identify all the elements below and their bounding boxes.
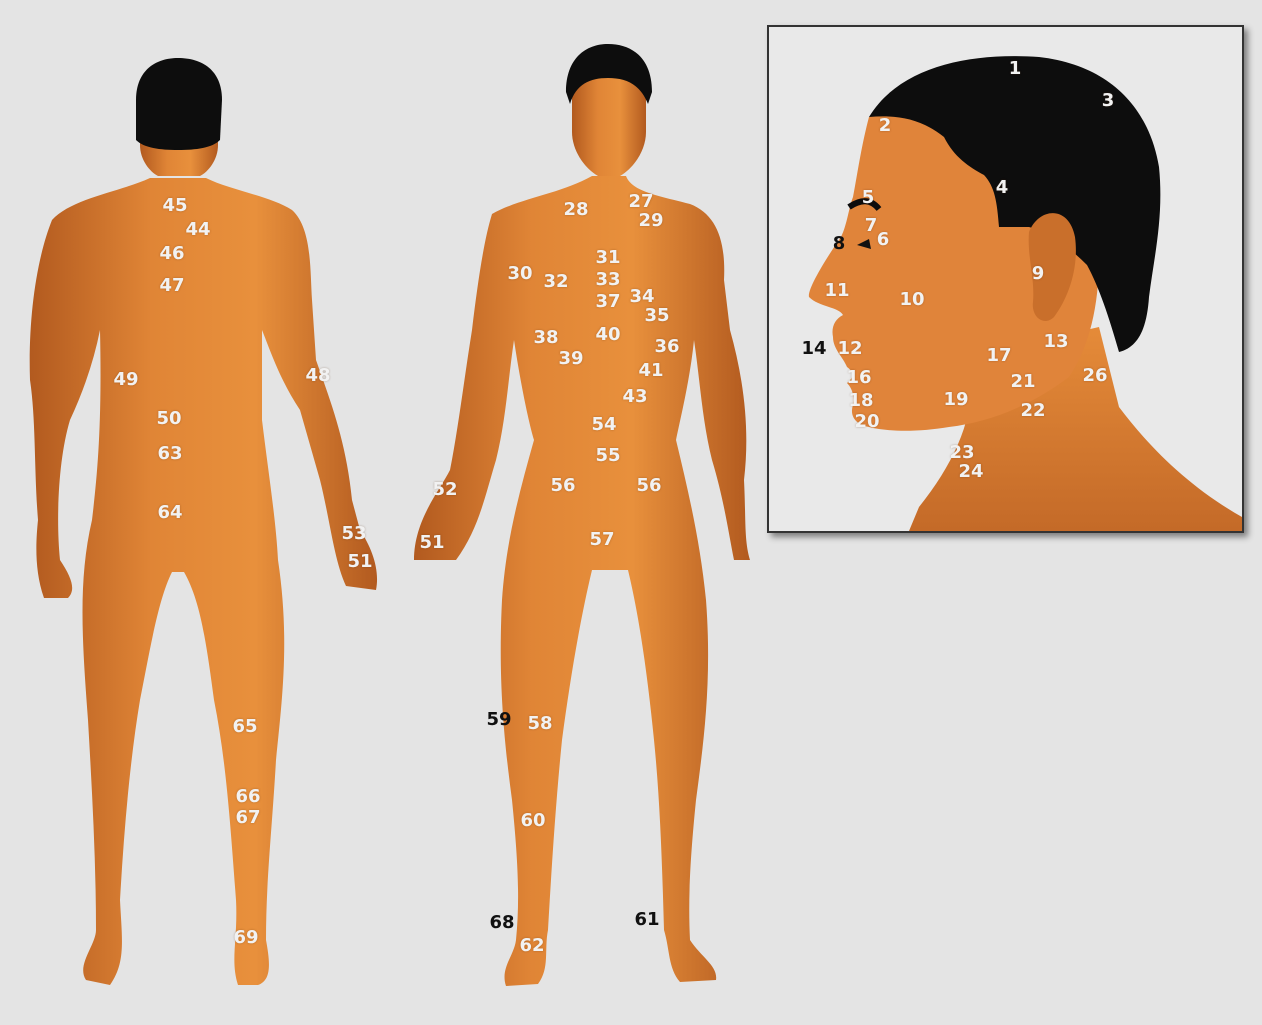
label-11: 11 [824,282,849,300]
label-69: 69 [233,929,258,947]
label-27: 27 [628,193,653,211]
label-49: 49 [113,371,138,389]
label-12: 12 [837,340,862,358]
label-60: 60 [520,812,545,830]
label-45: 45 [162,197,187,215]
label-29: 29 [638,212,663,230]
label-65: 65 [232,718,257,736]
label-56-left: 56 [636,477,661,495]
label-59: 59 [486,711,511,729]
label-23: 23 [949,444,974,462]
label-51-front: 51 [419,534,444,552]
label-5: 5 [862,189,875,207]
label-38: 38 [533,329,558,347]
label-7: 7 [865,217,878,235]
label-20: 20 [854,413,879,431]
label-16: 16 [846,369,871,387]
label-1: 1 [1009,60,1022,78]
label-10: 10 [899,291,924,309]
label-41: 41 [638,362,663,380]
label-62: 62 [519,937,544,955]
label-61: 61 [634,911,659,929]
label-8: 8 [833,235,846,253]
label-21: 21 [1010,373,1035,391]
label-51-back: 51 [347,553,372,571]
label-22: 22 [1020,402,1045,420]
label-19: 19 [943,391,968,409]
label-2: 2 [879,117,892,135]
label-55: 55 [595,447,620,465]
label-13: 13 [1043,333,1068,351]
label-56-right: 56 [550,477,575,495]
label-24: 24 [958,463,983,481]
label-35: 35 [644,307,669,325]
label-63: 63 [157,445,182,463]
label-14: 14 [801,340,826,358]
label-34: 34 [629,288,654,306]
label-9: 9 [1032,265,1045,283]
label-43: 43 [622,388,647,406]
label-40: 40 [595,326,620,344]
label-46: 46 [159,245,184,263]
label-31: 31 [595,249,620,267]
label-57: 57 [589,531,614,549]
label-36: 36 [654,338,679,356]
label-67: 67 [235,809,260,827]
label-54: 54 [591,416,616,434]
label-58: 58 [527,715,552,733]
label-3: 3 [1102,92,1115,110]
label-48: 48 [305,367,330,385]
label-39: 39 [558,350,583,368]
label-68: 68 [489,914,514,932]
label-44: 44 [185,221,210,239]
label-32: 32 [543,273,568,291]
label-53: 53 [341,525,366,543]
label-28: 28 [563,201,588,219]
label-50: 50 [156,410,181,428]
label-30: 30 [507,265,532,283]
label-64: 64 [157,504,182,522]
label-37: 37 [595,293,620,311]
head-labels: 1 3 2 4 5 7 8 6 9 11 10 13 14 12 17 26 1… [769,27,1242,531]
head-profile-inset: 1 3 2 4 5 7 8 6 9 11 10 13 14 12 17 26 1… [767,25,1244,533]
label-33: 33 [595,271,620,289]
label-18: 18 [848,392,873,410]
label-47: 47 [159,277,184,295]
label-26: 26 [1082,367,1107,385]
label-66: 66 [235,788,260,806]
label-52: 52 [432,481,457,499]
label-4: 4 [996,179,1009,197]
label-6: 6 [877,231,890,249]
label-17: 17 [986,347,1011,365]
